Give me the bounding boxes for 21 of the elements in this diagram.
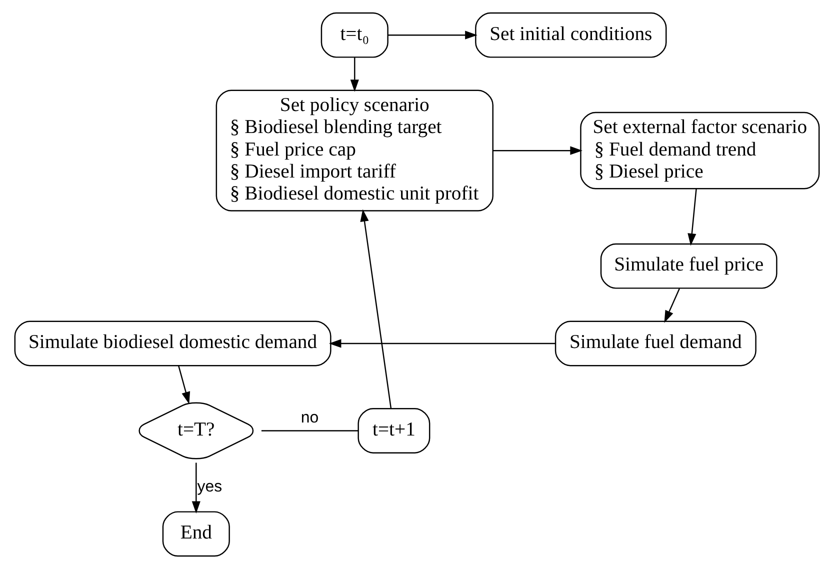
- node-box: t=t+1: [358, 408, 430, 454]
- edge-label: no: [300, 410, 319, 427]
- arrow: [192, 462, 200, 514]
- arrow: [688, 188, 697, 246]
- arrow: [388, 30, 478, 40]
- node-box: t=t₀: [320, 12, 388, 58]
- connector: [261, 430, 358, 432]
- node-box: Simulate fuel demand: [554, 320, 756, 366]
- node-box: Simulate fuel price: [600, 243, 778, 289]
- node-box: End: [162, 511, 230, 557]
- arrow: [350, 58, 359, 92]
- arrow: [328, 339, 556, 348]
- node-box: Set policy scenario § Biodiesel blending target § Fuel price cap § Diesel import tariff § Biodiesel domestic unit profit: [216, 90, 494, 212]
- node-box: Set external factor scenario § Fuel demand trend § Diesel price: [580, 112, 820, 190]
- arrow: [360, 209, 392, 409]
- arrow: [178, 366, 190, 404]
- arrow: [492, 146, 582, 155]
- node-box: Simulate biodiesel domestic demand: [14, 320, 332, 366]
- node-box: Set initial conditions: [475, 12, 667, 58]
- edge-label: yes: [197, 478, 222, 496]
- arrow: [664, 288, 680, 323]
